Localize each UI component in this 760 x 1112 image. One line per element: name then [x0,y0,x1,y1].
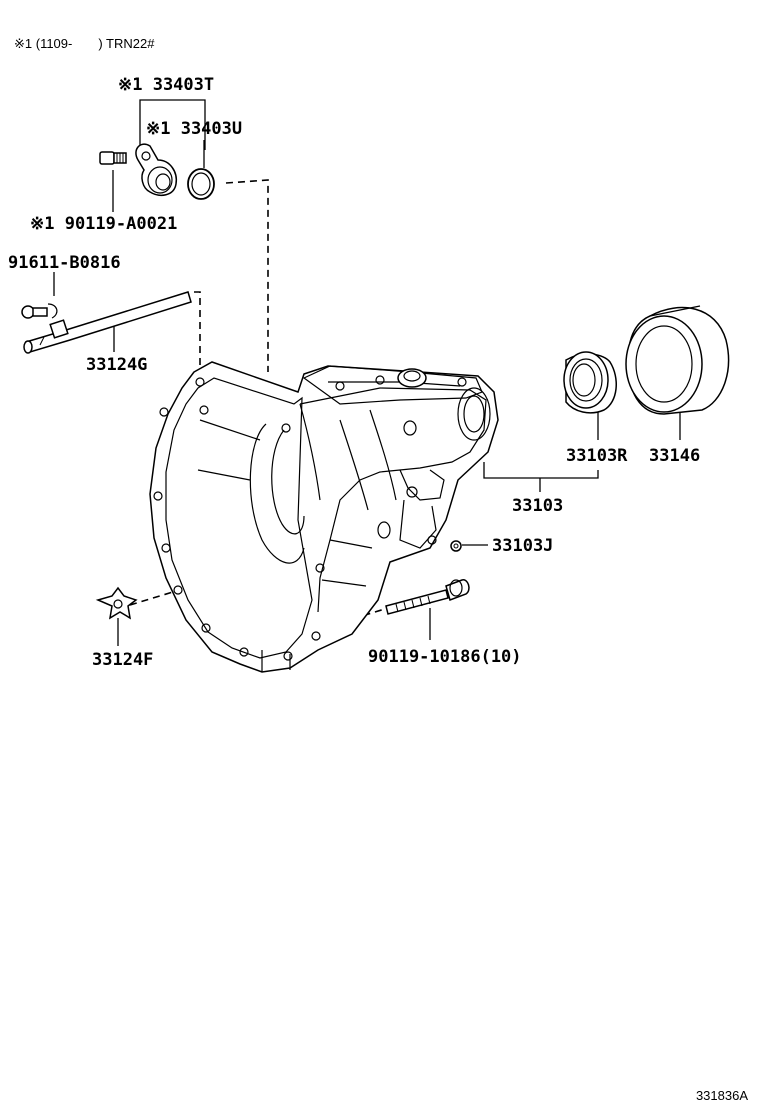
oil-seal-33103R[interactable] [563,351,617,414]
transmission-case-33103[interactable] [149,361,499,673]
label-90119-10186[interactable]: 90119-10186(10) [368,647,522,667]
dust-cover-33146[interactable] [625,305,730,415]
label-33403T[interactable]: ※1 33403T [118,75,214,95]
label-33403U[interactable]: ※1 33403U [146,119,242,139]
label-33146[interactable]: 33146 [649,446,700,466]
label-33103J[interactable]: 33103J [492,536,553,556]
bolt-91611-B0816[interactable] [21,303,58,319]
label-33124F[interactable]: 33124F [92,650,153,670]
bolt-90119-A0021[interactable] [99,151,127,165]
label-91611-B0816[interactable]: 91611-B0816 [8,253,121,273]
label-90119-A0021[interactable]: ※1 90119-A0021 [30,214,177,234]
diagram-code: 331836A [696,1088,748,1103]
label-33124G[interactable]: 33124G [86,355,147,375]
plug-33103J[interactable] [450,540,462,552]
label-33103[interactable]: 33103 [512,496,563,516]
oring-33403U[interactable] [187,168,215,200]
label-33103R[interactable]: 33103R [566,446,628,466]
lever-33403T[interactable] [135,143,178,197]
leader-lines [53,99,681,646]
applicability-note: ※1 (1109- ) TRN22# [14,36,155,51]
interlock-pin-33124F[interactable] [95,586,138,620]
bolt-90119-10186[interactable] [385,579,470,615]
shift-shaft-33124G[interactable] [23,291,192,354]
